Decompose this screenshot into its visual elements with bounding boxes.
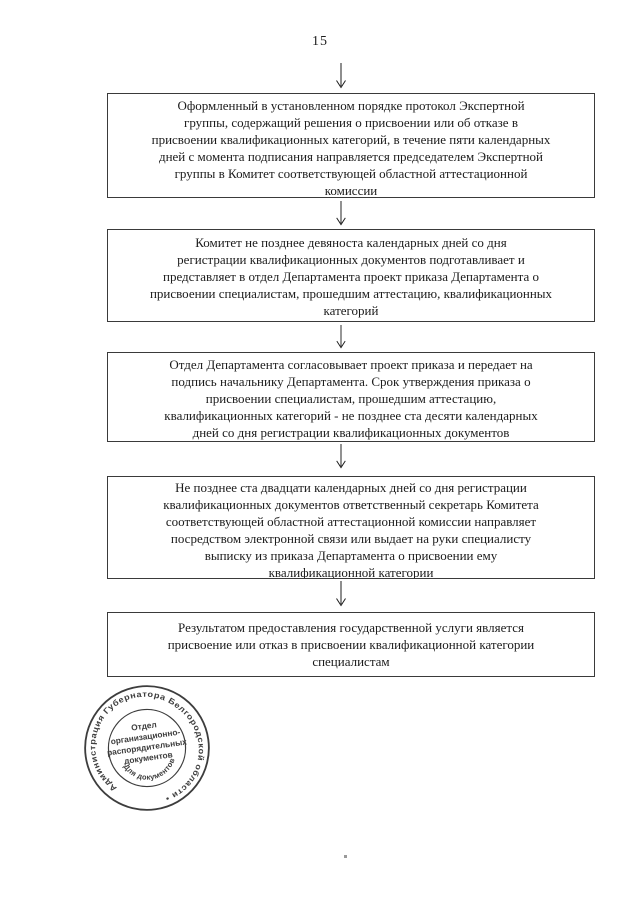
page-number: 15 bbox=[312, 34, 328, 49]
flow-step-department-approves: Отдел Департамента согласовывает проект … bbox=[107, 352, 595, 442]
stamp-inner-circle bbox=[107, 708, 187, 788]
down-arrow-icon bbox=[333, 444, 349, 469]
round-official-stamp: Администрация Губернатора Белгородской о… bbox=[76, 677, 218, 819]
stamp-center-line: Отдел bbox=[131, 719, 158, 732]
down-arrow-icon bbox=[333, 61, 349, 91]
stamp-outer-circle bbox=[84, 685, 210, 811]
down-arrow-icon bbox=[333, 325, 349, 349]
flow-step-extract-issued: Не позднее ста двадцати календарных дней… bbox=[107, 476, 595, 579]
flow-step-committee-prepares-order: Комитет не позднее девяноста календарных… bbox=[107, 229, 595, 322]
down-arrow-icon bbox=[333, 201, 349, 226]
scan-artifact-dot bbox=[344, 855, 347, 858]
flow-step-protocol-sent: Оформленный в установленном порядке прот… bbox=[107, 93, 595, 198]
down-arrow-icon bbox=[333, 581, 349, 607]
flow-step-result: Результатом предоставления государственн… bbox=[107, 612, 595, 677]
